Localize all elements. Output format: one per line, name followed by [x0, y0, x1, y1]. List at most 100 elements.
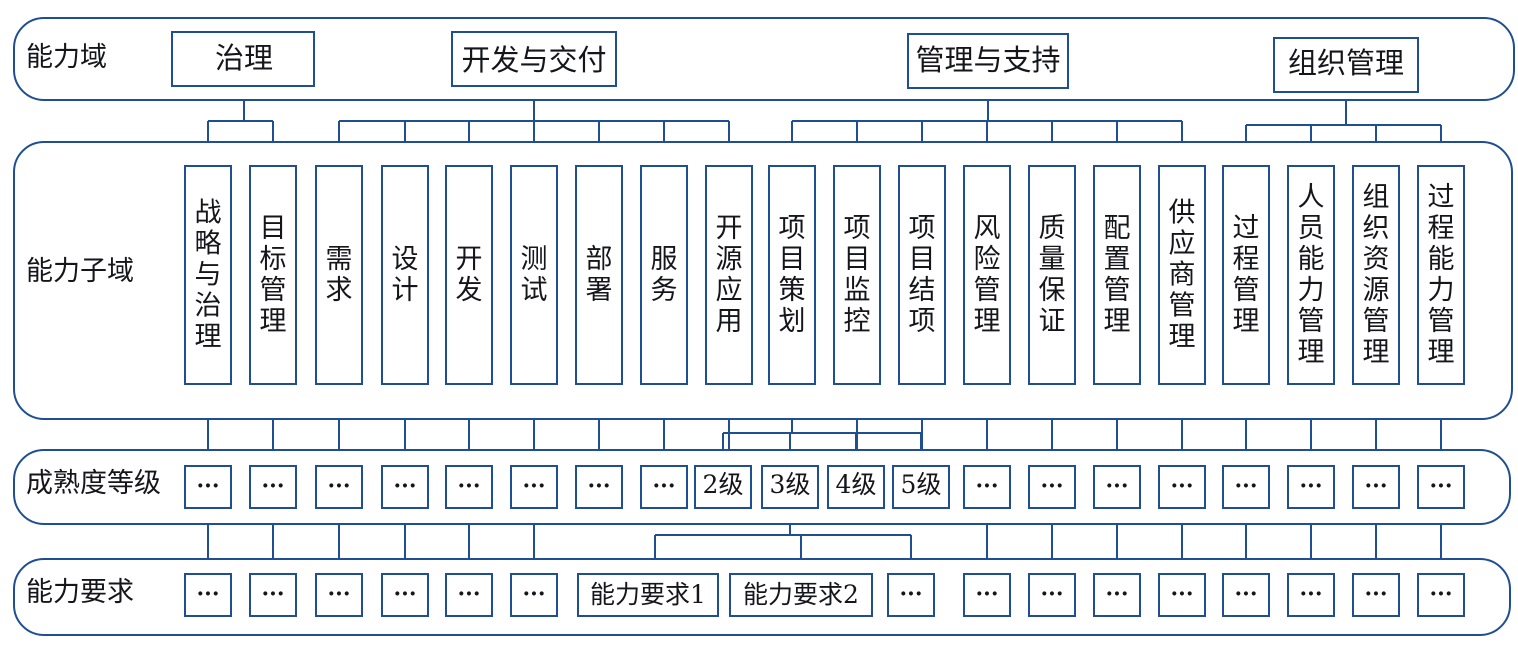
requirement-ellipsis-12: ···: [976, 581, 999, 607]
requirement-ellipsis-13-box: [1028, 573, 1076, 617]
row-label-maturity: 成熟度等级: [26, 468, 161, 499]
subdomain-label-10: 项目监控: [844, 213, 871, 337]
subdomain-label-8: 开源应用: [716, 213, 743, 337]
requirement-ellipsis-16-box: [1222, 573, 1270, 617]
requirement-ellipsis-3-box: [381, 573, 429, 617]
subdomain-box-13: [1028, 165, 1076, 385]
maturity-ellipsis-12: ···: [976, 473, 999, 499]
domain-organization-management: 组织管理: [1288, 46, 1404, 80]
subdomain-labels: 战略与治理目标管理需求设计开发测试部署服务开源应用项目策划项目监控项目结项风险管…: [195, 182, 1455, 368]
maturity-level-2: 2级: [703, 470, 744, 499]
domain-box-governance: [171, 31, 315, 87]
maturity-level-box-1: [761, 465, 819, 509]
maturity-ellipsis-13-box: [1028, 465, 1076, 509]
requirement-ellipsis-2: ···: [328, 581, 351, 607]
requirement-ellipsis-12-box: [963, 573, 1011, 617]
subdomain-box-3: [381, 165, 429, 385]
requirement-ellipsis-4: ···: [458, 581, 481, 607]
maturity-ellipsis-6-box: [575, 465, 623, 509]
requirement-ellipsis-1-box: [249, 573, 297, 617]
domain-box-organization-management: [1273, 37, 1419, 93]
subdomain-box-15: [1158, 165, 1206, 385]
subdomain-box-12: [963, 165, 1011, 385]
maturity-level-5: 5级: [901, 470, 942, 499]
maturity-ellipsis-2-box: [315, 465, 363, 509]
subdomain-box-5: [510, 165, 558, 385]
requirement-ellipsis-14: ···: [1106, 581, 1129, 607]
maturity-ellipsis-6: ···: [588, 473, 611, 499]
subdomain-box-7: [640, 165, 688, 385]
requirement-ellipsis-18-box: [1352, 573, 1400, 617]
subdomain-box-14: [1093, 165, 1141, 385]
requirement-ellipsis-extra-box: [887, 573, 935, 617]
requirement-ellipsis-1: ···: [262, 581, 285, 607]
domain-development-delivery: 开发与交付: [461, 43, 606, 77]
maturity-level-3: 3级: [770, 470, 811, 499]
subdomain-label-3: 设计: [392, 244, 419, 306]
maturity-ellipsis-5: ···: [523, 473, 546, 499]
subdomain-label-19: 过程能力管理: [1428, 182, 1455, 368]
maturity-ellipsis-14: ···: [1106, 473, 1129, 499]
requirement-ellipsis-4-box: [445, 573, 493, 617]
domain-management-support: 管理与支持: [915, 43, 1060, 77]
subdomain-box-10: [833, 165, 881, 385]
subdomain-label-13: 质量保证: [1039, 213, 1066, 337]
subdomain-box-2: [315, 165, 363, 385]
requirement-ellipsis-17-box: [1287, 573, 1335, 617]
maturity-ellipsis-18-box: [1352, 465, 1400, 509]
maturity-ellipsis-1-box: [249, 465, 297, 509]
maturity-ellipsis-15: ···: [1171, 473, 1194, 499]
maturity-ellipsis-16-box: [1222, 465, 1270, 509]
subdomain-label-14: 配置管理: [1104, 213, 1131, 337]
subdomain-box-0: [184, 165, 232, 385]
node-boxes: [171, 31, 1465, 617]
maturity-ellipsis-19-box: [1417, 465, 1465, 509]
maturity-ellipsis-3: ···: [394, 473, 417, 499]
subdomain-label-18: 组织资源管理: [1363, 182, 1390, 368]
subdomain-box-4: [445, 165, 493, 385]
subdomain-label-2: 需求: [326, 244, 353, 306]
maturity-ellipsis-15-box: [1158, 465, 1206, 509]
band-domain: [13, 17, 1515, 101]
maturity-ellipsis-7: ···: [653, 473, 676, 499]
subdomain-label-0: 战略与治理: [195, 198, 222, 353]
maturity-ellipsis-12-box: [963, 465, 1011, 509]
maturity-ellipsis-1: ···: [262, 473, 285, 499]
maturity-level-4: 4级: [836, 470, 877, 499]
requirement-box-2: [729, 573, 873, 617]
subdomain-box-18: [1352, 165, 1400, 385]
maturity-ellipsis-7-box: [640, 465, 688, 509]
requirement-ellipsis-15: ···: [1171, 581, 1194, 607]
requirement-ellipsis-18: ···: [1365, 581, 1388, 607]
maturity-ellipsis-18: ···: [1365, 473, 1388, 499]
subdomain-label-7: 服务: [651, 244, 678, 306]
maturity-ellipsis-17: ···: [1300, 473, 1323, 499]
maturity-ellipsis-5-box: [510, 465, 558, 509]
requirement-1: 能力要求1: [590, 580, 706, 609]
requirement-ellipsis-0: ···: [197, 581, 220, 607]
domain-box-development-delivery: [451, 31, 617, 87]
domain-governance: 治理: [215, 41, 273, 75]
subdomain-box-1: [249, 165, 297, 385]
subdomain-label-1: 目标管理: [260, 213, 287, 337]
subdomain-box-19: [1417, 165, 1465, 385]
requirement-ellipsis-19: ···: [1430, 581, 1453, 607]
subdomain-box-8: [705, 165, 753, 385]
subdomain-label-16: 过程管理: [1233, 213, 1260, 337]
requirement-ellipsis-extra: ···: [900, 581, 923, 607]
subdomain-label-4: 开发: [456, 244, 483, 306]
maturity-level-box-2: [827, 465, 885, 509]
subdomain-label-17: 人员能力管理: [1298, 182, 1325, 368]
maturity-ellipsis-0-box: [184, 465, 232, 509]
requirement-ellipsis-15-box: [1158, 573, 1206, 617]
ellipsis-labels: ··· ··· ··· ··· ··· ··· ··· ··· ··· ··· ··· ··· ··· ·…: [197, 473, 1453, 607]
subdomain-box-16: [1222, 165, 1270, 385]
maturity-level-box-3: [892, 465, 950, 509]
maturity-ellipsis-19: ···: [1430, 473, 1453, 499]
maturity-ellipsis-16: ···: [1235, 473, 1258, 499]
requirement-ellipsis-0-box: [184, 573, 232, 617]
requirement-ellipsis-5-box: [510, 573, 558, 617]
subdomain-label-5: 测试: [521, 244, 548, 306]
maturity-ellipsis-3-box: [381, 465, 429, 509]
subdomain-label-6: 部署: [586, 244, 613, 306]
